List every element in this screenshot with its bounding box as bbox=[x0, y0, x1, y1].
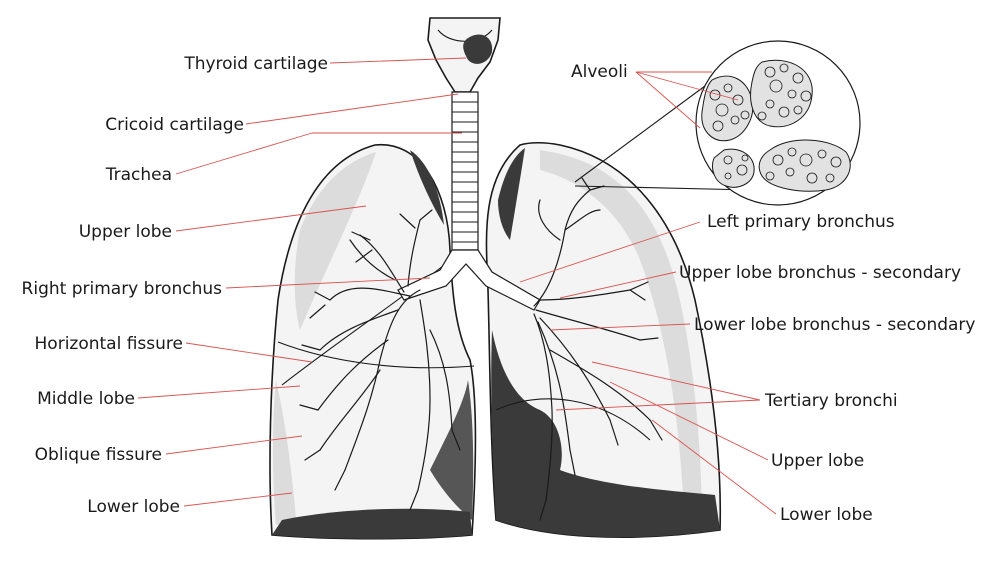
label-oblique-fissure: Oblique fissure bbox=[35, 445, 162, 465]
trachea bbox=[451, 91, 479, 251]
bronchial-tree bbox=[299, 177, 663, 521]
alveoli-inset bbox=[574, 40, 861, 206]
left-bronchial-branches bbox=[533, 177, 663, 521]
label-upper-lobe-bronchus: Upper lobe bronchus - secondary bbox=[679, 263, 961, 283]
label-alveoli: Alveoli bbox=[571, 62, 628, 82]
label-lower-lobe-bronchus: Lower lobe bronchus - secondary bbox=[694, 315, 975, 335]
labels: Thyroid cartilage Cricoid cartilage Trac… bbox=[22, 54, 976, 525]
label-middle-lobe: Middle lobe bbox=[37, 389, 135, 409]
right-bronchial-branches bbox=[299, 209, 461, 511]
label-upper-lobe-right: Upper lobe bbox=[79, 222, 172, 242]
label-left-primary-bronchus: Left primary bronchus bbox=[707, 212, 895, 232]
label-horizontal-fissure: Horizontal fissure bbox=[35, 334, 183, 354]
label-lower-lobe-left: Lower lobe bbox=[780, 505, 873, 525]
right-lung bbox=[269, 144, 477, 540]
label-cricoid-cartilage: Cricoid cartilage bbox=[105, 115, 244, 135]
label-thyroid-cartilage: Thyroid cartilage bbox=[183, 54, 328, 74]
label-upper-lobe-left: Upper lobe bbox=[771, 451, 864, 471]
label-lower-lobe-right: Lower lobe bbox=[87, 497, 180, 517]
label-tertiary-bronchi: Tertiary bronchi bbox=[764, 391, 898, 411]
label-right-primary-bronchus: Right primary bronchus bbox=[22, 279, 223, 299]
horizontal-fissure-line bbox=[277, 341, 475, 369]
label-trachea: Trachea bbox=[105, 165, 172, 185]
larynx bbox=[427, 17, 501, 93]
leader-lines bbox=[137, 57, 777, 515]
left-lung bbox=[485, 141, 722, 538]
